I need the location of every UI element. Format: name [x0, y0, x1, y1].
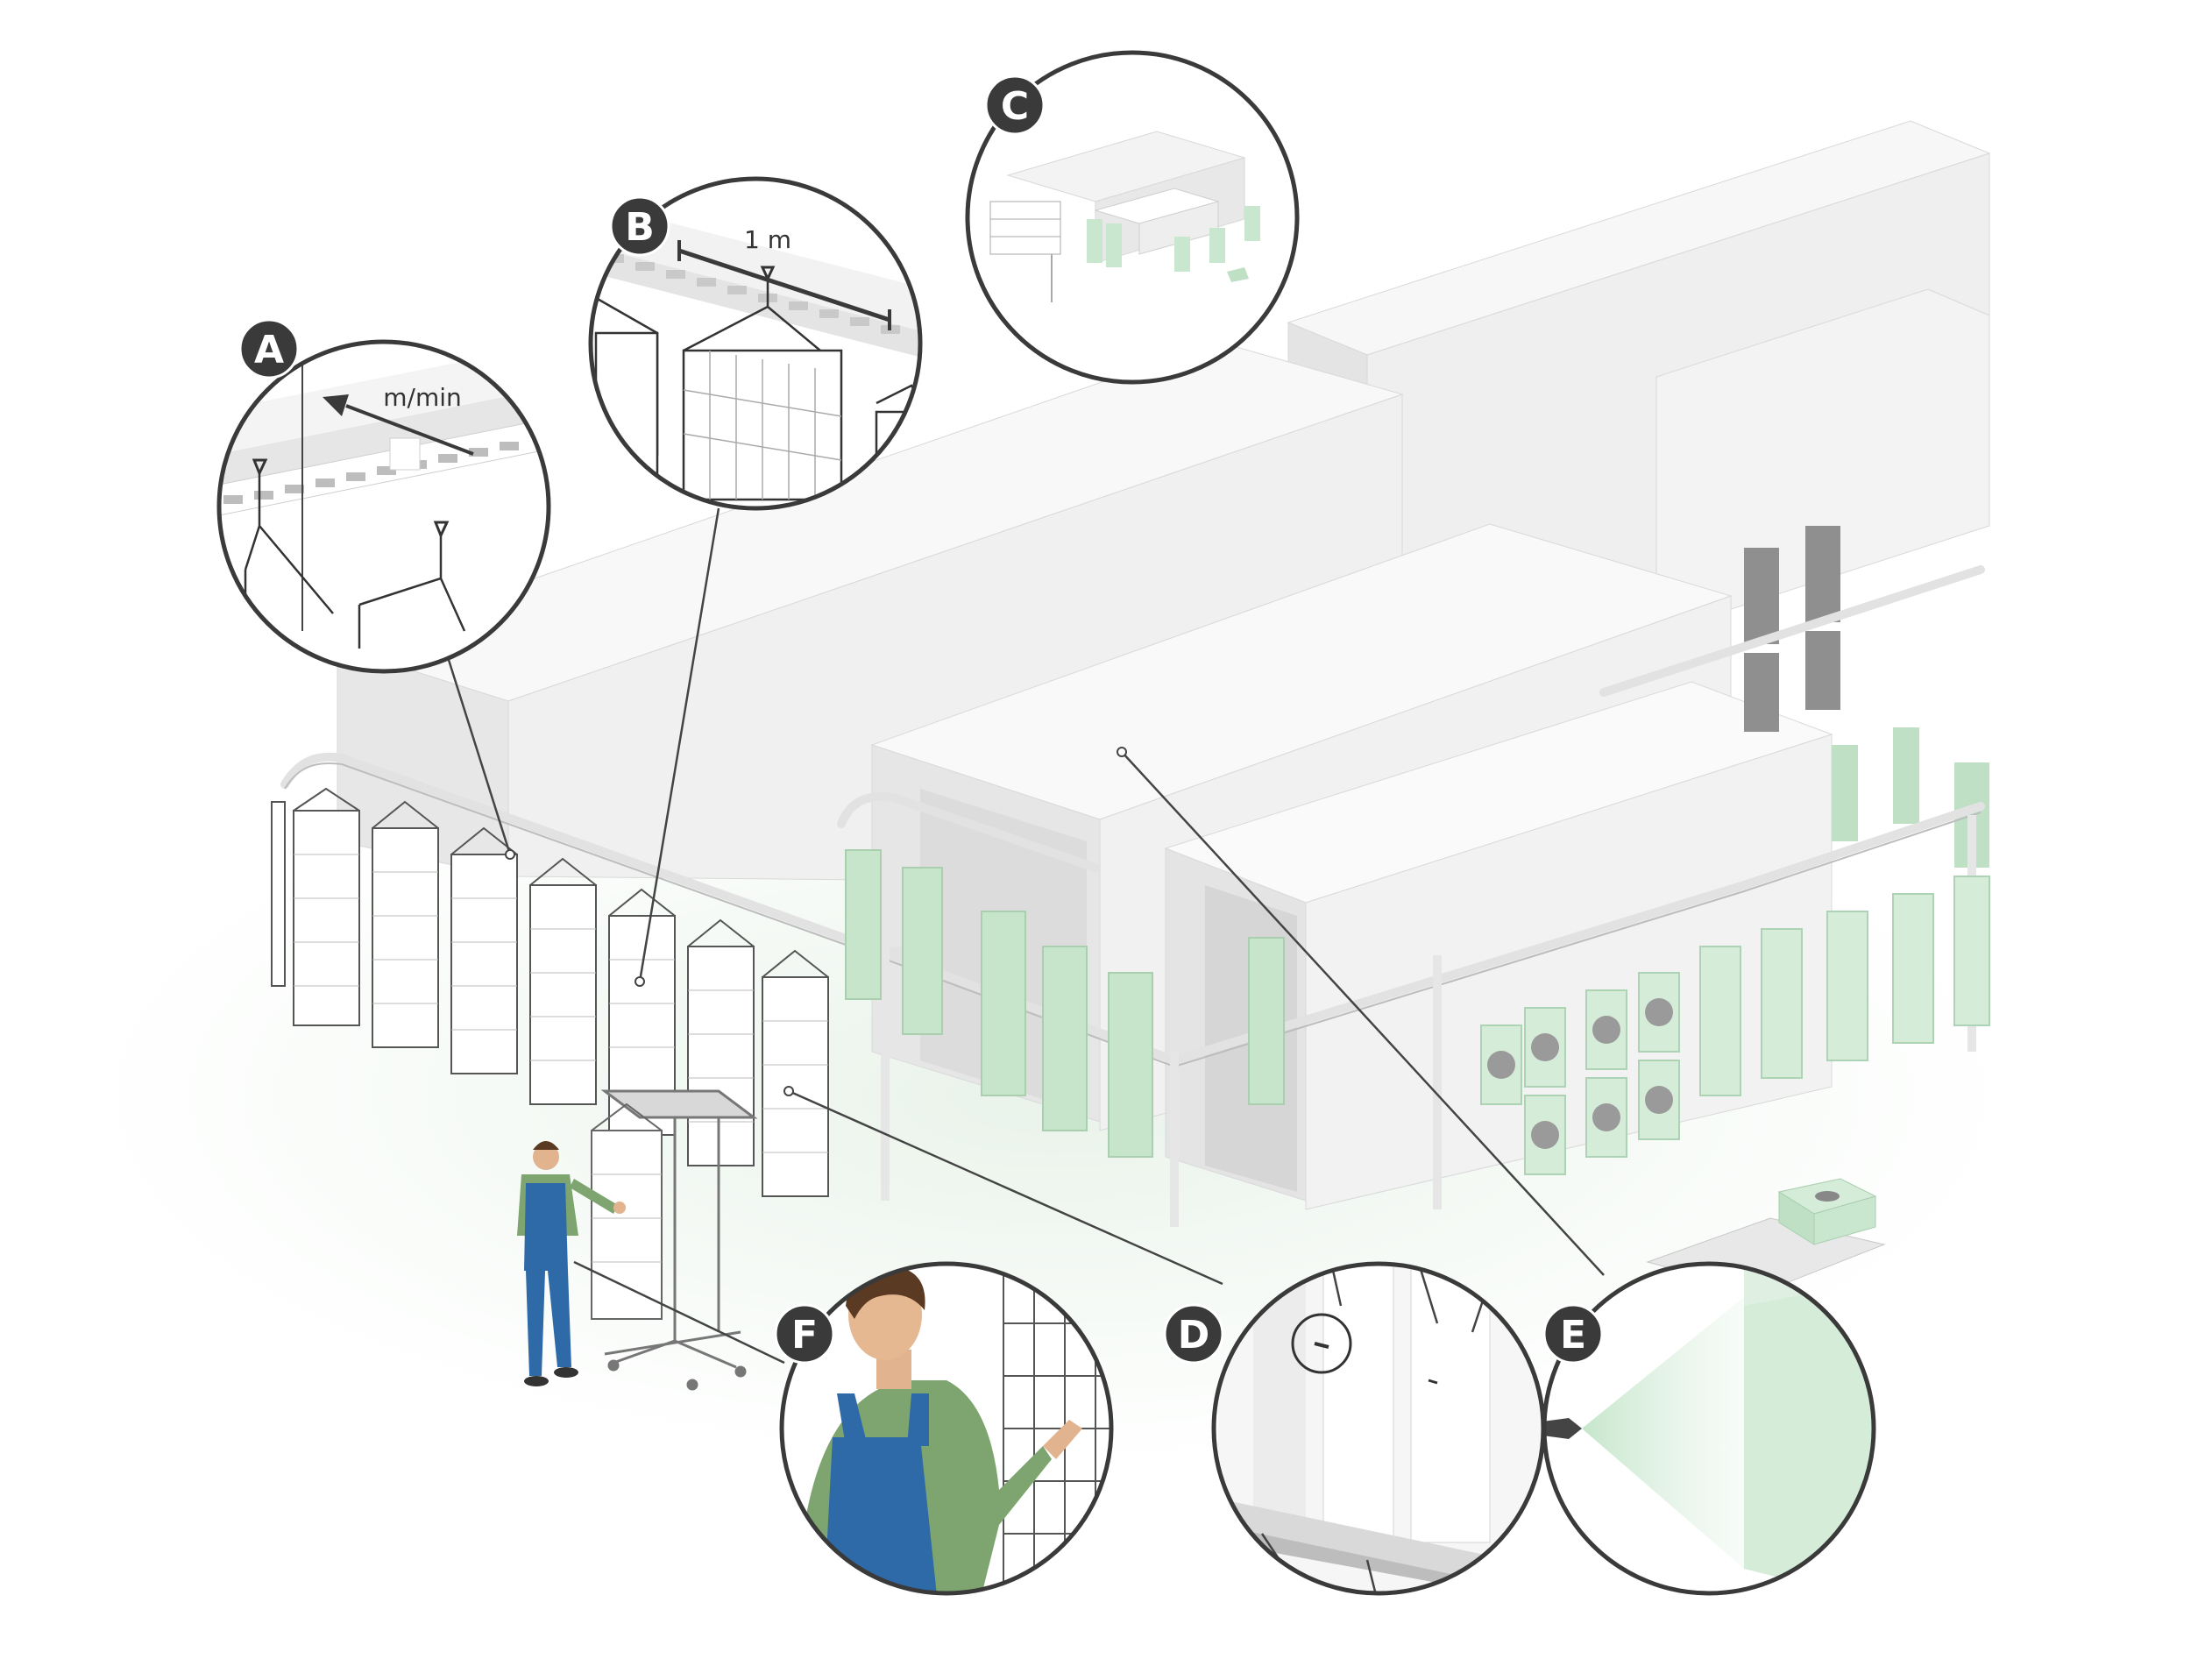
label-e: E — [1560, 1313, 1586, 1358]
callout-f — [779, 1261, 1114, 1596]
label-badge-e: E — [1542, 1303, 1604, 1365]
label-d: D — [1178, 1313, 1210, 1358]
callout-a: m/min — [216, 339, 551, 674]
green-panels-booth — [1480, 876, 1990, 1175]
leader-dots — [505, 747, 1127, 1096]
rack-hangers — [293, 787, 829, 978]
worker-figure — [517, 1141, 626, 1386]
label-badge-d: D — [1163, 1303, 1224, 1365]
callout-c — [965, 50, 1300, 385]
label-f: F — [791, 1313, 818, 1358]
label-badge-c: C — [984, 74, 1046, 136]
spacing-label: 1 m — [744, 225, 791, 254]
label-a: A — [254, 328, 284, 372]
hanging-racks — [271, 801, 829, 1197]
label-b: B — [625, 205, 655, 250]
label-badge-b: B — [609, 195, 670, 257]
label-badge-f: F — [774, 1303, 835, 1365]
leader-lines — [436, 507, 1605, 1365]
mobile-rack-cart — [600, 1089, 758, 1391]
label-badge-a: A — [238, 318, 300, 379]
speed-unit-label: m/min — [383, 383, 462, 412]
right-panels — [1744, 526, 1989, 868]
green-panels-middle — [845, 849, 1285, 1158]
callout-d — [1211, 1261, 1546, 1596]
label-c: C — [1001, 84, 1029, 129]
